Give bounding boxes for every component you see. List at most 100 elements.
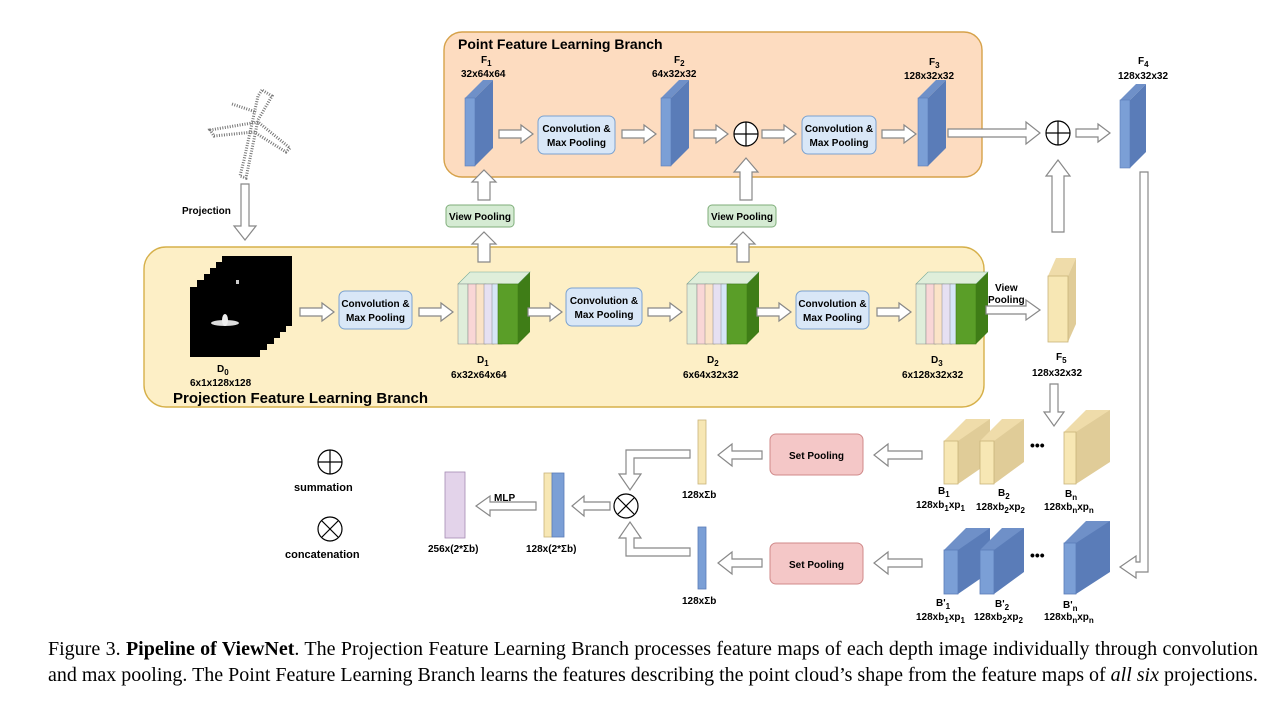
bp2-dims: 128xb2xp2 xyxy=(974,612,1023,625)
arrow-d1-viewpool xyxy=(470,231,498,263)
bprime-set-ellipsis: ••• xyxy=(1030,547,1045,563)
bn-label: Bn xyxy=(1065,489,1077,502)
svg-text:Max Pooling: Max Pooling xyxy=(575,310,634,321)
d2-label: D2 xyxy=(707,355,719,368)
bpn-dims: 128xbnxpn xyxy=(1044,612,1094,625)
arrow-viewpool-f1 xyxy=(470,169,498,201)
summation-node-2 xyxy=(1045,120,1071,146)
projection-branch-title: Projection Feature Learning Branch xyxy=(173,390,428,407)
b-set-ellipsis: ••• xyxy=(1030,437,1045,453)
caption-title: Pipeline of ViewNet xyxy=(125,638,295,660)
set-bottom-vector xyxy=(697,526,707,590)
f5-feature-map xyxy=(1047,258,1076,343)
concat-dims: 128x(2*Σb) xyxy=(526,544,576,555)
view-pooling-label-line2: Pooling xyxy=(988,295,1025,306)
arrow-f5-sum xyxy=(1044,159,1072,233)
figure-caption: Figure 3. Pipeline of ViewNet. The Proje… xyxy=(48,636,1258,688)
d0-dims: 6x1x128x128 xyxy=(190,378,252,389)
arrow-d3-f5 xyxy=(985,298,1042,322)
f5-dims: 128x32x32 xyxy=(1032,368,1082,379)
bpn-label: B'n xyxy=(1063,600,1078,613)
projection-label: Projection xyxy=(182,206,231,217)
view-pool-box-2: View Pooling xyxy=(707,204,777,228)
caption-italic: all six xyxy=(1110,664,1159,686)
arrow-f5-bset xyxy=(1042,383,1066,428)
d1-dims: 6x32x64x64 xyxy=(451,370,507,381)
d3-dims: 6x128x32x32 xyxy=(902,370,964,381)
concatenation-legend-icon xyxy=(317,516,343,542)
set-top-vector xyxy=(697,419,707,485)
f4-label: F4 xyxy=(1138,56,1149,69)
conv-box-point-1: Convolution & Max Pooling xyxy=(537,115,616,155)
bp2-label: B'2 xyxy=(995,599,1010,612)
b2-dims: 128xb2xp2 xyxy=(976,502,1025,515)
svg-text:Max Pooling: Max Pooling xyxy=(810,138,869,149)
d2-dims: 6x64x32x32 xyxy=(683,370,739,381)
set-bottom-dims: 128xΣb xyxy=(682,596,716,607)
f5-label: F5 xyxy=(1056,352,1067,365)
summation-legend-icon xyxy=(317,449,343,475)
f1-label: F1 xyxy=(481,55,492,68)
set-pool-box-bottom: Set Pooling xyxy=(769,542,864,585)
svg-text:Convolution &: Convolution & xyxy=(805,124,873,135)
concatenation-node xyxy=(613,493,639,519)
d1-feature-stack xyxy=(457,271,531,345)
f3-feature-map xyxy=(917,80,946,167)
arrow-bprime-setpool xyxy=(873,550,923,576)
viewnet-pipeline-diagram: Point Feature Learning Branch Projection… xyxy=(143,31,1168,625)
f2-feature-map xyxy=(660,80,689,167)
point-branch-panel xyxy=(443,31,983,178)
b1-dims: 128xb1xp1 xyxy=(916,500,965,513)
svg-text:Max Pooling: Max Pooling xyxy=(547,138,606,149)
d3-label: D3 xyxy=(931,355,943,368)
concat-vector xyxy=(543,472,565,538)
svg-text:Convolution &: Convolution & xyxy=(798,299,866,310)
set-top-dims: 128xΣb xyxy=(682,490,716,501)
point-branch-title: Point Feature Learning Branch xyxy=(458,36,663,52)
view-pooling-label-line1: View xyxy=(995,283,1018,294)
arrow-mlp xyxy=(474,494,537,518)
arrow-top-concat xyxy=(617,449,691,492)
d2-feature-stack xyxy=(686,271,760,345)
f3-dims: 128x32x32 xyxy=(904,71,954,82)
bp1-dims: 128xb1xp1 xyxy=(916,612,965,625)
bprime-set-maps xyxy=(943,521,1110,595)
bp1-label: B'1 xyxy=(936,598,951,611)
caption-text-2: projections. xyxy=(1159,664,1258,686)
arrow-sum-f4 xyxy=(1075,123,1111,143)
conv-box-proj-1: Convolution & Max Pooling xyxy=(338,290,413,330)
d0-depth-image-stack xyxy=(190,256,292,357)
svg-text:Max Pooling: Max Pooling xyxy=(803,313,862,324)
conv-box-proj-2: Convolution & Max Pooling xyxy=(565,287,643,327)
set-pool-box-top: Set Pooling xyxy=(769,433,864,476)
caption-prefix: Figure 3. xyxy=(48,638,121,660)
arrow-setpool-top-out xyxy=(717,442,763,468)
f1-feature-map xyxy=(464,80,493,167)
svg-text:Convolution &: Convolution & xyxy=(570,296,638,307)
svg-text:Max Pooling: Max Pooling xyxy=(346,313,405,324)
final-dims: 256x(2*Σb) xyxy=(428,544,478,555)
f3-label: F3 xyxy=(929,57,940,70)
arrow-f4-bprime xyxy=(1118,171,1149,580)
svg-text:Set Pooling: Set Pooling xyxy=(789,451,844,462)
f4-feature-map xyxy=(1119,84,1146,169)
caption-text-1: . The Projection Feature Learning Branch… xyxy=(48,638,1259,686)
conv-box-proj-3: Convolution & Max Pooling xyxy=(795,290,870,330)
arrow-bottom-concat xyxy=(617,520,691,557)
projection-arrow xyxy=(232,183,258,241)
summation-legend-label: summation xyxy=(294,482,353,494)
svg-text:Convolution &: Convolution & xyxy=(542,124,610,135)
f4-dims: 128x32x32 xyxy=(1118,71,1168,82)
f2-dims: 64x32x32 xyxy=(652,69,697,80)
arrow-setpool-bottom-out xyxy=(717,550,763,576)
conv-box-point-2: Convolution & Max Pooling xyxy=(801,115,877,155)
arrow-d2-viewpool xyxy=(729,231,757,263)
concatenation-legend-label: concatenation xyxy=(285,549,360,561)
mlp-label: MLP xyxy=(494,493,515,504)
d0-label: D0 xyxy=(217,364,229,377)
arrow-viewpool-sum xyxy=(732,157,760,201)
view-pool-box-1: View Pooling xyxy=(445,204,515,228)
final-vector xyxy=(444,471,466,539)
bn-dims: 128xbnxpn xyxy=(1044,502,1094,515)
b2-label: B2 xyxy=(998,488,1010,501)
